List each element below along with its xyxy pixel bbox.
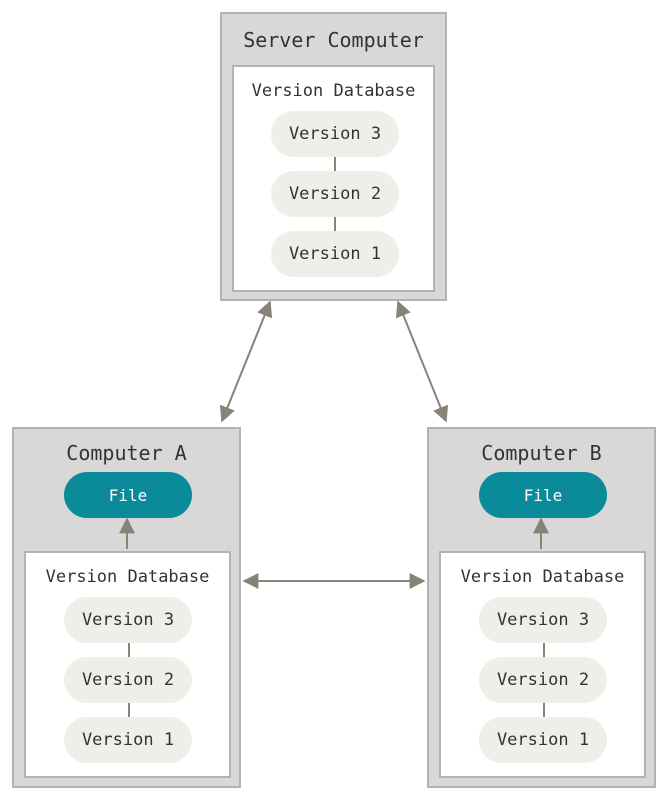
version-3-pill: Version 3: [64, 597, 192, 643]
version-2-pill: Version 2: [64, 657, 192, 703]
computer-b-title: Computer B: [481, 441, 602, 465]
computer-a-file: File: [64, 472, 192, 518]
computer-a-box: Computer A File Version Database Version…: [12, 427, 241, 788]
version-connector: [128, 703, 130, 723]
computer-b-database-title: Version Database: [460, 567, 625, 587]
version-connector: [334, 157, 336, 177]
version-3-pill: Version 3: [271, 111, 399, 157]
version-1-pill: Version 1: [479, 717, 607, 763]
version-2-pill: Version 2: [479, 657, 607, 703]
server-computer-box: Server Computer Version Database Version…: [220, 12, 447, 301]
server-computer-title: Server Computer: [243, 28, 424, 52]
version-3-pill: Version 3: [479, 597, 607, 643]
server-to-computer-a-arrow: [219, 300, 273, 423]
version-connector: [543, 643, 545, 663]
server-database-title: Version Database: [251, 81, 416, 101]
computer-b-box: Computer B File Version Database Version…: [427, 427, 656, 788]
version-1-pill: Version 1: [271, 231, 399, 277]
version-connector: [543, 703, 545, 723]
version-2-pill: Version 2: [271, 171, 399, 217]
computer-a-version-database: Version Database Version 3 Version 2 Ver…: [24, 551, 231, 778]
computer-a-database-title: Version Database: [45, 567, 210, 587]
server-version-database: Version Database Version 3 Version 2 Ver…: [232, 65, 435, 292]
computer-b-file: File: [479, 472, 607, 518]
version-connector: [128, 643, 130, 663]
computer-b-version-database: Version Database Version 3 Version 2 Ver…: [439, 551, 646, 778]
server-to-computer-b-arrow: [395, 300, 449, 423]
version-1-pill: Version 1: [64, 717, 192, 763]
version-connector: [334, 217, 336, 237]
computer-a-title: Computer A: [66, 441, 187, 465]
